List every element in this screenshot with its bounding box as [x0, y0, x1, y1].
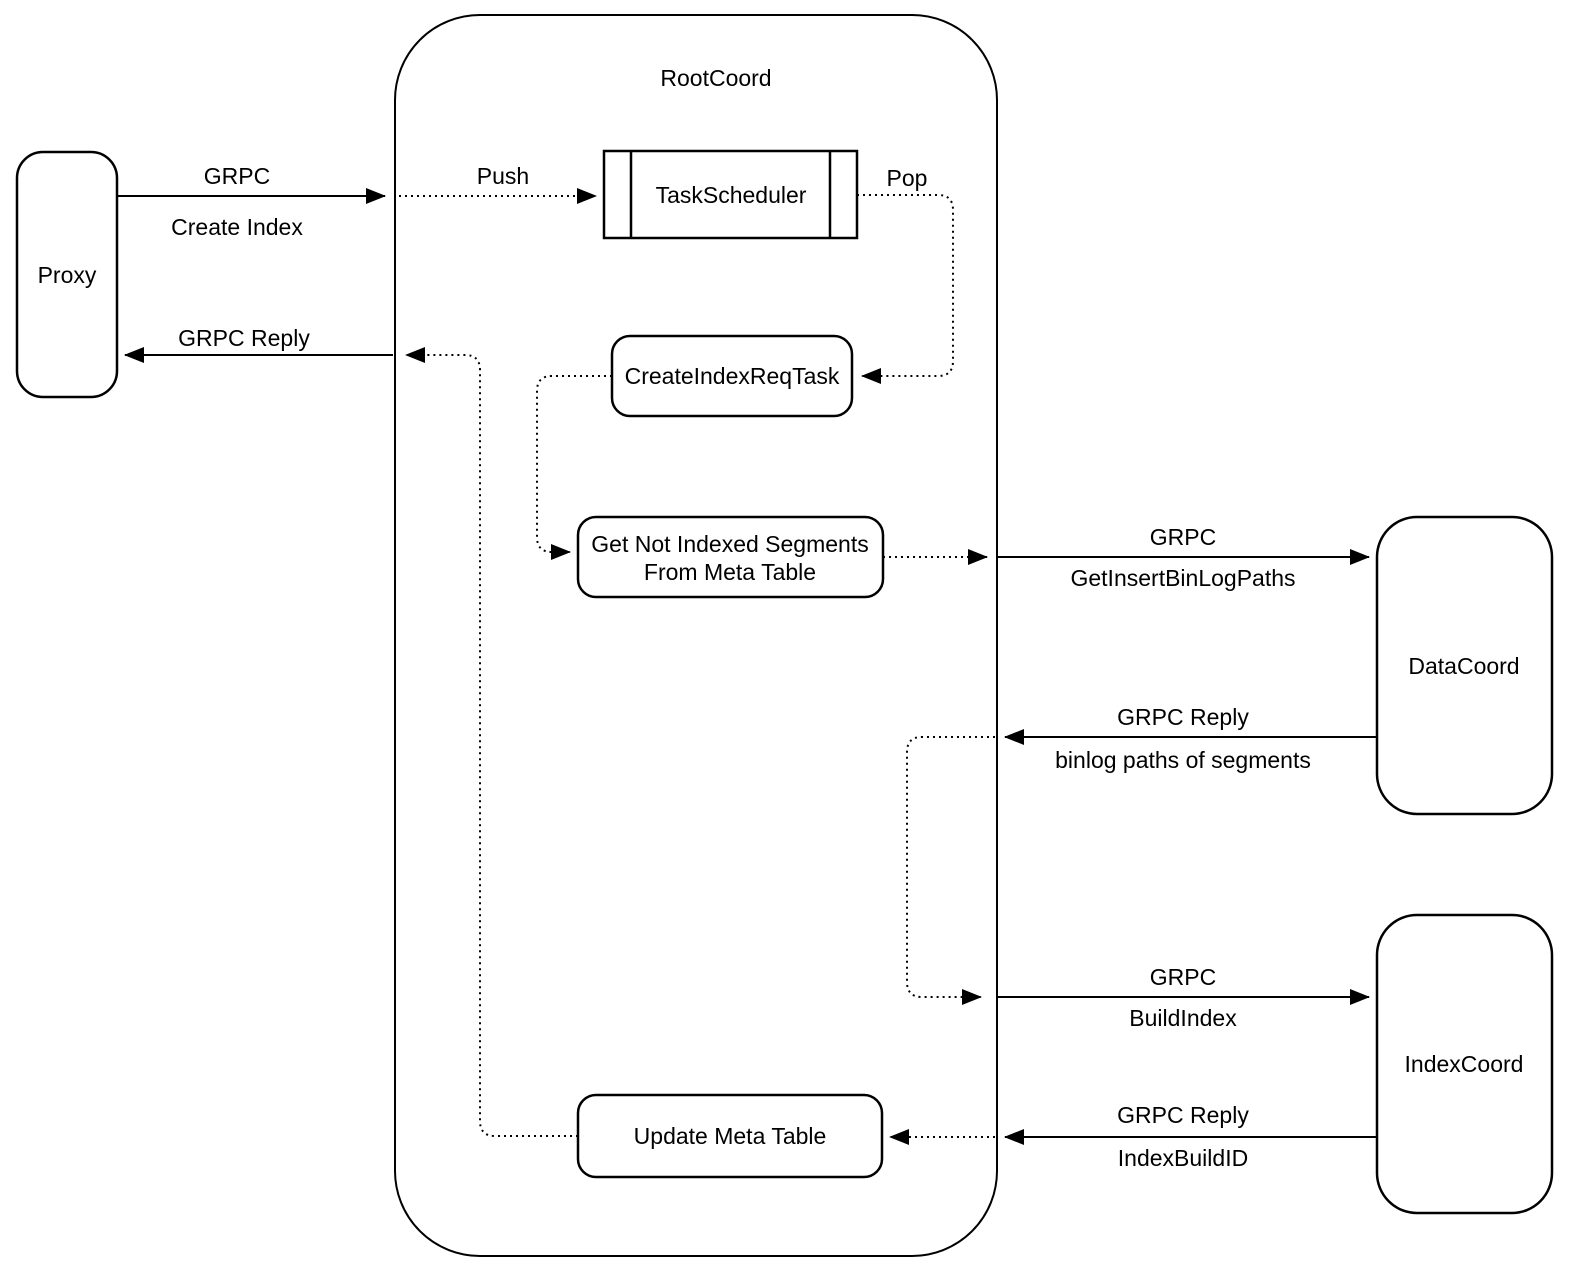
update-meta-table-label: Update Meta Table [634, 1123, 827, 1149]
datacoord-label: DataCoord [1408, 653, 1519, 679]
edge-indexcoord-to-rootcoord-protocol: GRPC Reply [1117, 1102, 1249, 1128]
createindexreqtask-label: CreateIndexReqTask [625, 363, 840, 389]
edge-updatemeta-to-boundary [405, 347, 578, 1137]
taskscheduler-rect [602, 149, 859, 240]
indexcoord-node [1375, 913, 1554, 1215]
edge-rootcoord-to-proxy-label: GRPC Reply [178, 325, 310, 351]
rootcoord-label: RootCoord [660, 65, 771, 91]
indexcoord-label: IndexCoord [1405, 1051, 1524, 1077]
edge-datacoord-to-rootcoord-protocol: GRPC Reply [1117, 704, 1249, 730]
edge-rootcoord-to-indexcoord-message: BuildIndex [1129, 1005, 1237, 1031]
get-not-indexed-segments-rect [576, 515, 885, 599]
get-not-indexed-segments-label-line2: From Meta Table [644, 559, 816, 585]
edge-push-label: Push [477, 163, 529, 189]
edge-indexcoord-to-rootcoord-message: IndexBuildID [1118, 1145, 1248, 1171]
taskscheduler-node: TaskScheduler [602, 149, 859, 240]
edge-rootcoord-to-indexcoord-protocol: GRPC [1150, 964, 1216, 990]
edge-createindexreqtask-to-getsegments [536, 375, 612, 560]
edge-rootcoord-to-datacoord-message: GetInsertBinLogPaths [1070, 565, 1295, 591]
proxy-label: Proxy [38, 262, 97, 288]
get-not-indexed-segments-node: Get Not Indexed Segments From Meta Table [576, 515, 885, 599]
edge-pop-label: Pop [887, 165, 928, 191]
get-not-indexed-segments-label-line1: Get Not Indexed Segments [591, 531, 868, 557]
edge-proxy-to-rootcoord-protocol: GRPC [204, 163, 270, 189]
edge-internal-reply-to-buildindex [906, 736, 995, 1005]
taskscheduler-label: TaskScheduler [656, 182, 807, 208]
datacoord-node [1375, 515, 1554, 816]
edge-proxy-to-rootcoord-message: Create Index [171, 214, 303, 240]
edge-rootcoord-to-datacoord-protocol: GRPC [1150, 524, 1216, 550]
edge-taskscheduler-to-createindexreqtask [857, 194, 954, 384]
proxy-node [15, 150, 119, 399]
rootcoord-container [394, 14, 998, 1257]
edge-datacoord-to-rootcoord-message: binlog paths of segments [1055, 747, 1311, 773]
